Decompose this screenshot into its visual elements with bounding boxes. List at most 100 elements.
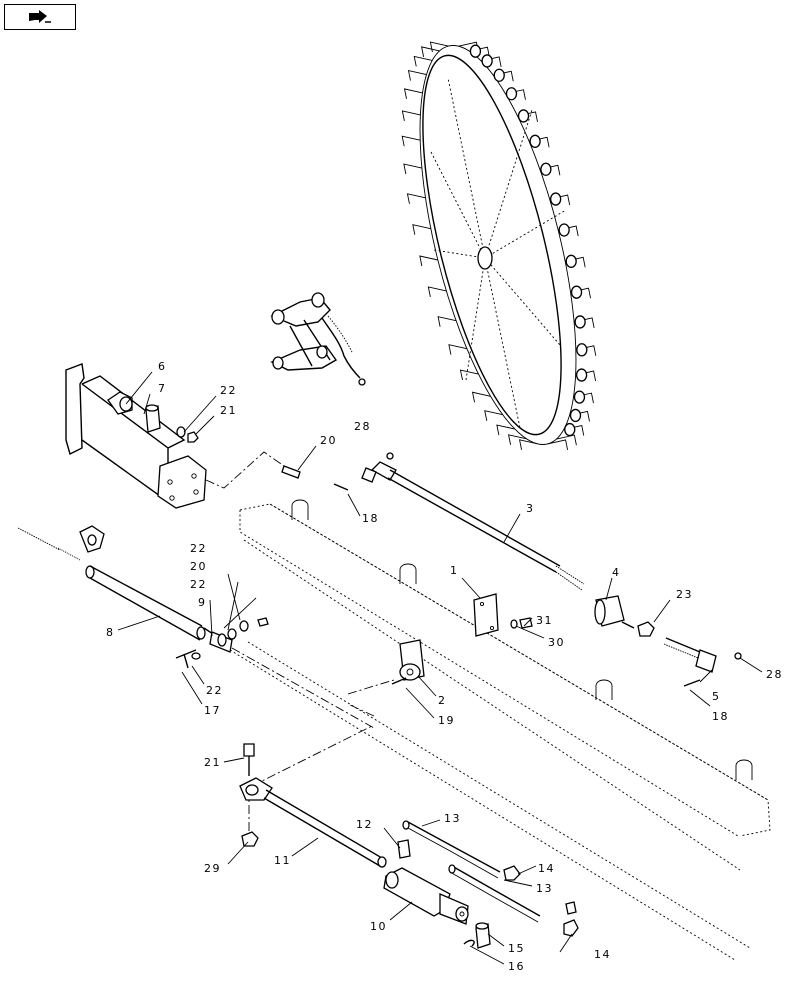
- tine-holder: [576, 343, 588, 357]
- link-axis: [251, 725, 373, 787]
- callout-29: 29: [204, 862, 221, 875]
- reel-tine: [406, 193, 426, 204]
- shaft-axis: [231, 647, 375, 729]
- part-1-plate: [473, 593, 499, 637]
- callout-25: 22: [190, 542, 207, 555]
- reel-tine: [547, 439, 569, 450]
- tine-holder: [558, 223, 570, 237]
- part-7-bushing: [145, 404, 161, 433]
- part-18-pin-top: [333, 483, 349, 491]
- part-19-bolt: [391, 677, 407, 685]
- part-28-pin-top: [386, 452, 394, 460]
- tine-holder: [517, 109, 530, 123]
- reel-tine: [508, 434, 527, 445]
- part-13-hose-upper: [402, 820, 501, 879]
- part-14-fitting-lower: [563, 919, 579, 937]
- callout-27: 23: [676, 588, 693, 601]
- callout-26: 22: [220, 384, 237, 397]
- callout-1: 1: [450, 564, 459, 577]
- part-16-clip: [463, 939, 475, 947]
- part-12-fitting: [397, 839, 411, 859]
- reel-tine: [429, 41, 449, 53]
- callout-21: 21: [204, 756, 221, 769]
- part-14-cap: [565, 901, 577, 915]
- callout-4: 4: [612, 566, 621, 579]
- reel-tine: [437, 316, 457, 327]
- callout-11: 11: [274, 854, 291, 867]
- callout-18-right: 18: [712, 710, 729, 723]
- callout-15: 15: [508, 942, 525, 955]
- callout-5: 5: [712, 690, 721, 703]
- tine-holder: [570, 285, 583, 299]
- part-5-clevis: [663, 637, 717, 673]
- callout-17: 17: [204, 704, 221, 717]
- part-28-pin-right: [734, 652, 742, 660]
- callout-18-top: 18: [362, 512, 379, 525]
- tine-holder: [469, 44, 482, 58]
- part-27-nut: [637, 621, 655, 637]
- callout-2: 2: [438, 694, 447, 707]
- beam-bracket: [399, 563, 417, 584]
- reel-tine: [471, 391, 491, 403]
- part-18-pin-right: [683, 679, 701, 687]
- reel-tine: [419, 255, 438, 267]
- callout-24: 21: [220, 404, 237, 417]
- part-20-bolt: [205, 451, 301, 489]
- part-13-hose-lower: [448, 864, 541, 923]
- reel-tine: [401, 110, 421, 122]
- part-24-nut: [187, 431, 199, 443]
- reel-tine: [427, 286, 447, 298]
- callout-10: 10: [370, 920, 387, 933]
- callout-14-bottom: 14: [594, 948, 611, 961]
- reel-tine: [407, 69, 427, 81]
- callout-6: 6: [158, 360, 167, 373]
- part-4-coupler: [594, 595, 635, 629]
- callout-13-top: 13: [444, 812, 461, 825]
- callout-16: 16: [508, 960, 525, 973]
- part-25-bolt: [257, 617, 269, 627]
- part-14-fitting-upper: [503, 865, 521, 881]
- tine-holder: [540, 162, 552, 176]
- tine-holder: [564, 422, 576, 437]
- beam-bracket: [595, 679, 613, 700]
- callout-23: 20: [190, 560, 207, 573]
- reel-tine: [413, 55, 433, 67]
- callout-13-bottom: 13: [536, 882, 553, 895]
- reel-tine: [496, 424, 515, 436]
- callout-31: 31: [536, 614, 553, 627]
- part-8-collar: [79, 525, 105, 553]
- callout-30: 30: [548, 636, 565, 649]
- callout-19: 19: [438, 714, 455, 727]
- part-9-pin: [209, 631, 233, 653]
- reel-tine: [421, 46, 440, 57]
- callout-9: 9: [198, 596, 207, 609]
- part-15-pin: [475, 922, 491, 949]
- reel-tine: [412, 224, 431, 235]
- tine-holder: [550, 192, 562, 206]
- beam-bracket: [735, 759, 753, 780]
- callout-8: 8: [106, 626, 115, 639]
- beam-bracket: [291, 499, 309, 520]
- callout-7: 7: [158, 382, 167, 395]
- tine-holder: [569, 408, 582, 423]
- callout-labels: 6 7 22 21 20 28 3 18 22 20 22 9 8 1 4 23…: [106, 360, 782, 973]
- part-30-washer: [510, 619, 518, 629]
- callout-14-top: 14: [538, 862, 555, 875]
- tine-holder: [529, 134, 541, 148]
- tine-holder: [505, 87, 518, 101]
- callout-12: 12: [356, 818, 373, 831]
- part-11-lever: [239, 777, 387, 868]
- part-23-washer: [239, 620, 249, 632]
- tine-holder: [481, 54, 493, 68]
- reel-wheel: [401, 41, 597, 450]
- part-10-cylinder: [383, 867, 469, 925]
- part-22-washer-bottom: [191, 652, 201, 660]
- callout-28-top: 28: [354, 420, 371, 433]
- callout-3: 3: [526, 502, 535, 515]
- main-beam: [239, 499, 771, 871]
- reel-tine: [484, 410, 503, 421]
- page-navigation-button[interactable]: [4, 4, 76, 30]
- reel-tine: [448, 344, 468, 355]
- reel-tine: [403, 163, 422, 175]
- part-26-washer: [176, 426, 186, 438]
